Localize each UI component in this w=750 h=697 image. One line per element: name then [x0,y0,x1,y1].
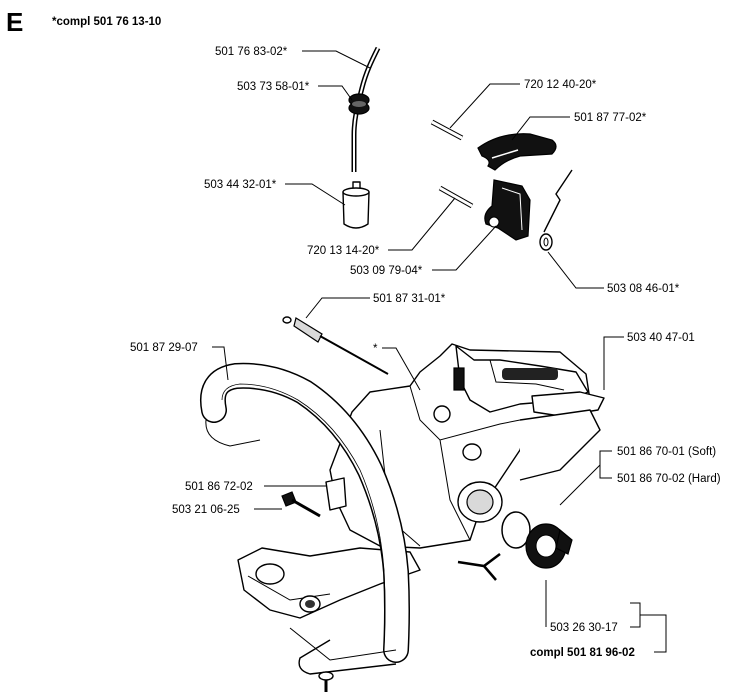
label-fuel-hose: 501 76 83-02* [215,46,288,58]
label-av-soft: 501 86 70-01 (Soft) [617,446,716,458]
valve-screw-part [282,316,389,375]
label-throttle-trigger: 501 87 77-02* [574,112,647,124]
throttle-trigger-part [477,133,557,171]
label-rear-handle: 503 40 47-01 [627,332,695,344]
front-handle-part [200,362,410,675]
assembly-note: *compl 501 76 13-10 [52,16,161,28]
bottom-screw-part [318,671,334,692]
section-letter: E [6,7,23,37]
label-fuel-filter: 503 44 32-01* [204,179,277,191]
label-pin-upper: 720 12 40-20* [524,79,597,91]
label-bracket: 501 86 72-02 [185,481,253,493]
pin-lower-part [438,185,474,209]
bracket-part [325,477,347,511]
filler-cap-part [457,511,573,581]
label-av-hard: 501 86 70-02 (Hard) [617,473,721,485]
grommet-part [348,93,370,115]
label-star: * [373,343,378,355]
label-valve-screw: 501 87 31-01* [373,293,446,305]
spring-part [539,169,573,251]
label-throttle-lockout: 503 09 79-04* [350,265,423,277]
fuel-tank-housing [237,343,605,619]
leader-lines [212,50,667,653]
label-pin-lower: 720 13 14-20* [307,245,380,257]
label-front-handle: 501 87 29-07 [130,342,198,354]
screw-part [281,491,321,518]
label-spring: 503 08 46-01* [607,283,680,295]
label-filler-cap: 503 26 30-17 [550,622,618,634]
label-grommet: 503 73 58-01* [237,81,310,93]
fuel-hose-part [351,46,381,172]
throttle-lockout-part [484,179,531,241]
fuel-filter-part [342,181,370,229]
label-compl-tank: compl 501 81 96-02 [530,647,635,659]
pin-upper-part [430,119,464,141]
label-screw: 503 21 06-25 [172,504,240,516]
